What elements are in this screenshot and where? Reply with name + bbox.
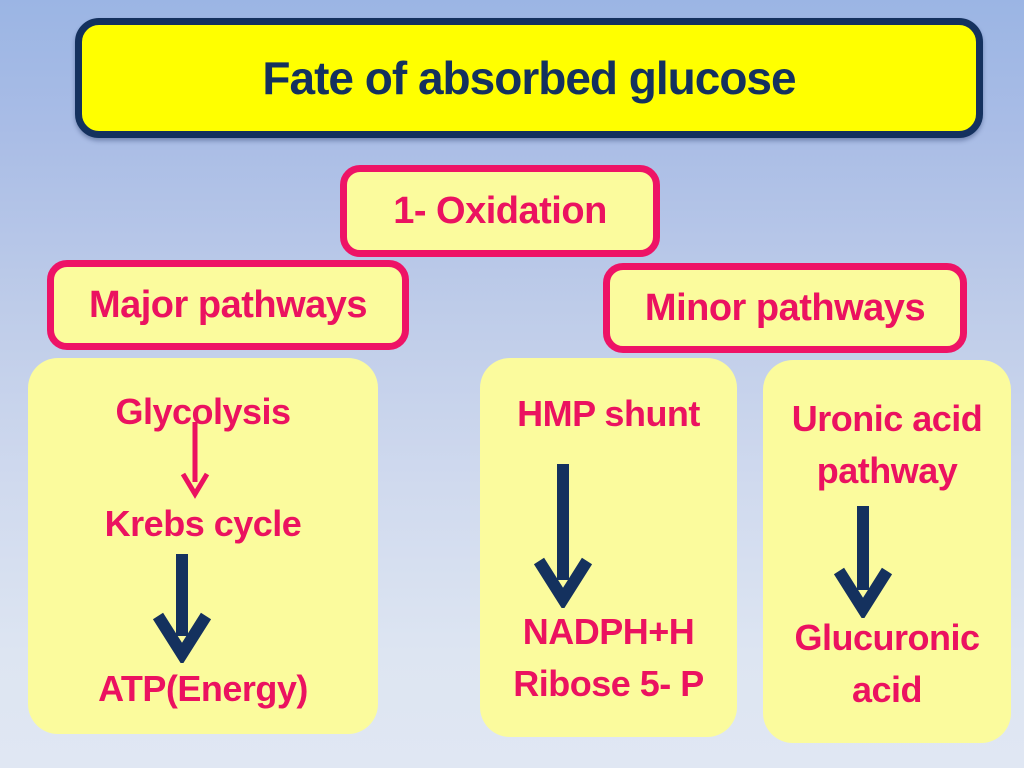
glucuronic-acid-label: Glucuronic acid — [794, 617, 980, 711]
glycolysis-to-krebs-arrow-icon — [180, 422, 210, 499]
hmp-to-products-arrow-icon — [533, 464, 593, 608]
glycolysis-label: Glycolysis — [115, 391, 291, 432]
minor-pathways-label: Minor pathways — [644, 286, 926, 329]
nadph-label: NADPH+H — [522, 611, 695, 652]
oxidation-node: 1- Oxidation — [340, 165, 660, 257]
atp-energy-label: ATP(Energy) — [98, 668, 308, 709]
oxidation-label: 1- Oxidation — [393, 189, 607, 232]
krebs-cycle-label: Krebs cycle — [104, 503, 302, 544]
major-pathways-label: Major pathways — [88, 283, 368, 326]
major-pathways-node: Major pathways — [47, 260, 409, 350]
glycolysis-panel — [28, 358, 378, 734]
krebs-to-atp-arrow-icon — [152, 554, 212, 663]
title-box: Fate of absorbed glucose — [75, 18, 983, 138]
uronic-acid-panel — [763, 360, 1011, 743]
hmp-shunt-label: HMP shunt — [517, 393, 700, 434]
page-title: Fate of absorbed glucose — [262, 52, 796, 104]
uronic-to-glucuronic-arrow-icon — [833, 506, 893, 618]
ribose-label: Ribose 5- P — [513, 663, 704, 704]
uronic-acid-pathway-label: Uronic acid pathway — [791, 398, 983, 492]
hmp-shunt-panel — [480, 358, 737, 737]
minor-pathways-node: Minor pathways — [603, 263, 967, 353]
